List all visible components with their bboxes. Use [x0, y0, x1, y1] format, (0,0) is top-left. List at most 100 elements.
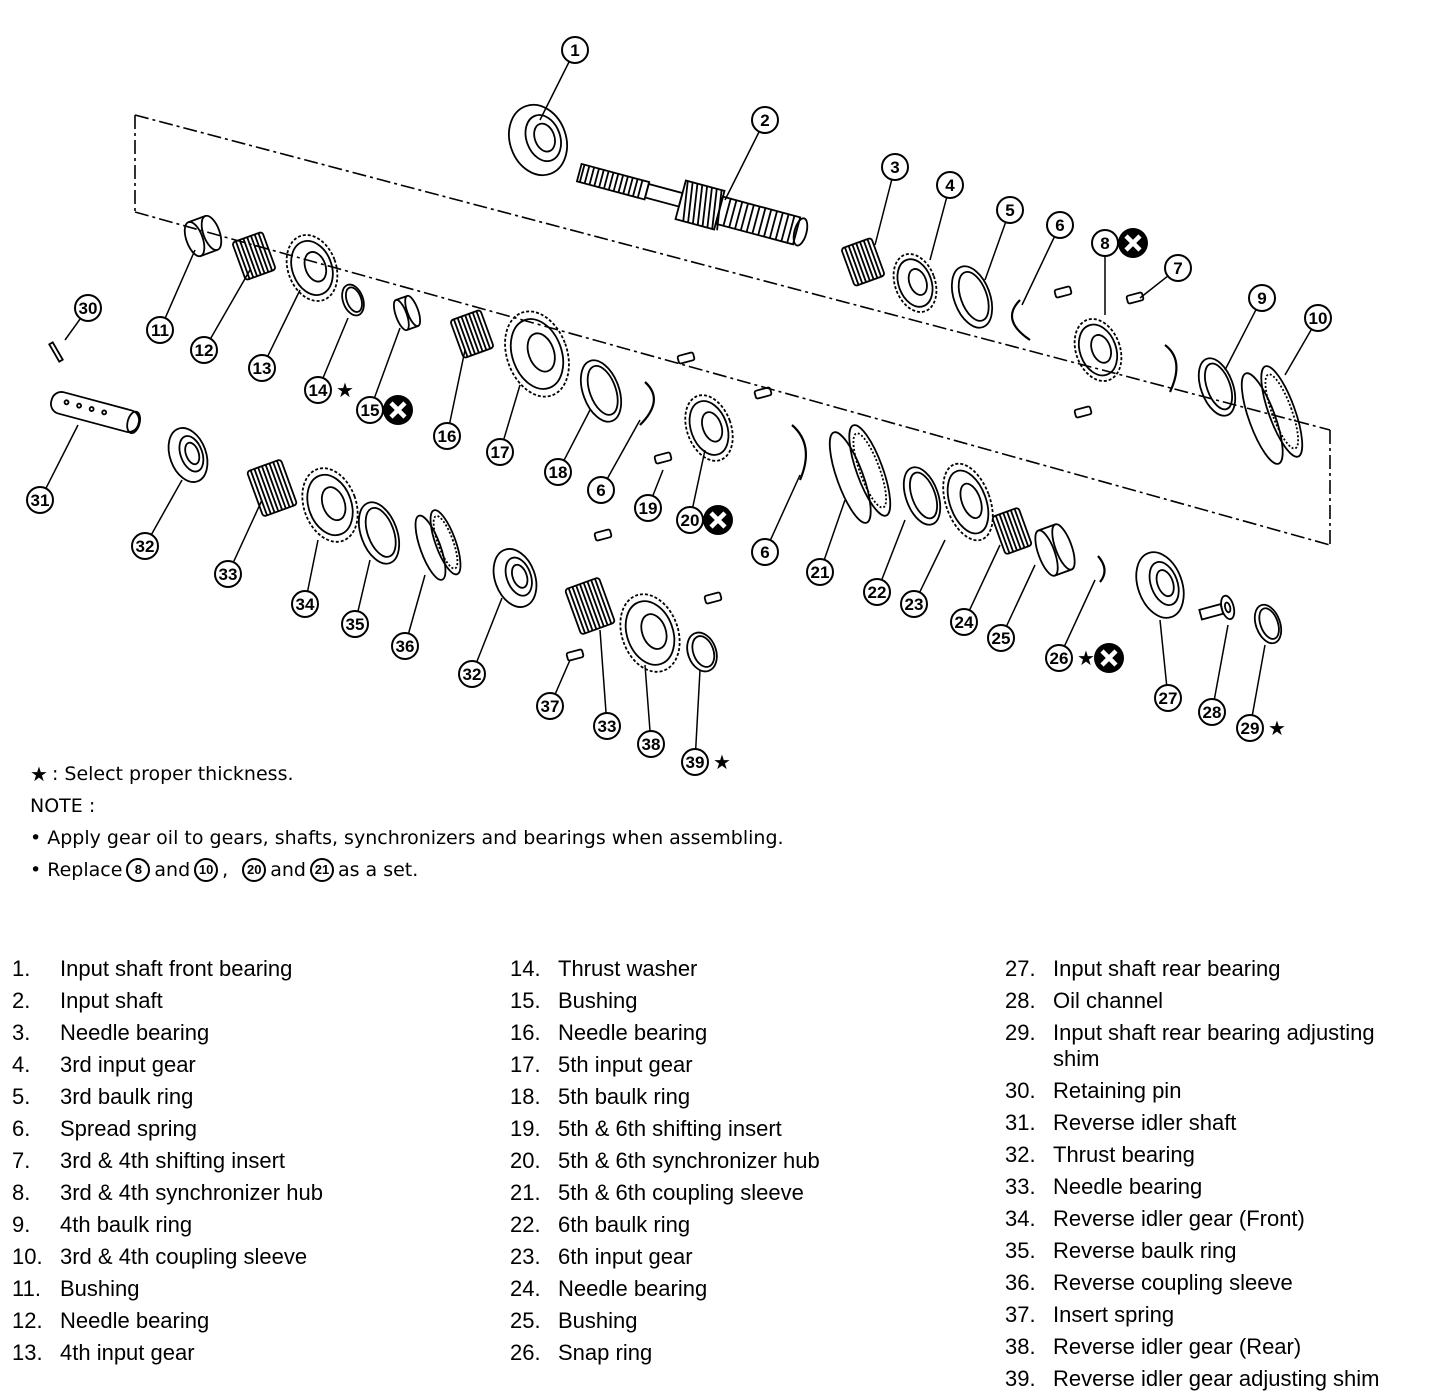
callout-28: 28: [1198, 698, 1226, 726]
do-not-reuse-icon: [703, 505, 733, 535]
callout-18: 18: [544, 458, 572, 486]
ring-inner: [364, 507, 397, 558]
callout-number: 13: [253, 359, 272, 378]
gear-bore: [526, 332, 556, 373]
star-note-text: : Select proper thickness.: [51, 763, 294, 785]
bearing-part: [167, 427, 209, 483]
callout-7: 7: [1164, 254, 1192, 282]
ring-outer: [902, 466, 942, 526]
legend-item: 22.6th baulk ring: [510, 1209, 980, 1241]
needle-roller: [847, 245, 864, 284]
needle-roller: [855, 242, 871, 282]
star-note: ★ : Select proper thickness.: [30, 758, 930, 790]
sleeve-back: [1260, 365, 1304, 458]
legend-item-number: 12.: [12, 1308, 43, 1333]
callout-circle: [1304, 304, 1332, 332]
leader-line: [357, 559, 371, 612]
callout-number: 33: [598, 717, 617, 736]
note-and-1: and: [154, 859, 191, 881]
needle-roller: [1009, 509, 1026, 549]
legend-item-label: Reverse idler shaft: [1053, 1110, 1237, 1135]
callout-circle: [214, 560, 242, 588]
legend-item-number: 29.: [1005, 1020, 1036, 1045]
callout-circle: [1154, 684, 1182, 712]
sleeve-splines: [432, 515, 459, 570]
legend-item-number: 38.: [1005, 1334, 1036, 1359]
legend-item-number: 19.: [510, 1116, 541, 1141]
shaft-groove: [722, 198, 732, 227]
shifting-insert-part: [676, 351, 696, 365]
note-line-1-text: • Apply gear oil to gears, shafts, synch…: [30, 827, 784, 849]
ref-circle-21: 21: [309, 858, 334, 882]
callout-number: 34: [296, 595, 315, 614]
bush-part: [392, 294, 422, 332]
callout-number: 30: [79, 299, 98, 318]
legend-item-label: Reverse baulk ring: [1053, 1238, 1237, 1263]
callout-13: 13: [248, 354, 276, 382]
callout-5: 5: [996, 196, 1024, 224]
legend-item-label: Input shaft: [60, 988, 163, 1013]
shifting-insert-part: [593, 528, 613, 542]
leader-line: [652, 469, 664, 497]
leader-line: [164, 249, 196, 319]
leader-line: [644, 664, 651, 732]
callout-11: 11: [146, 316, 174, 344]
ring-part: [579, 359, 623, 423]
shaft-spline: [612, 173, 620, 192]
gear-part: [1073, 318, 1123, 382]
legend-item: 34.Reverse idler gear (Front): [1005, 1203, 1425, 1235]
callout-number: 19: [639, 499, 658, 518]
bush-end: [1034, 529, 1059, 577]
gear-part: [684, 394, 734, 462]
shaft-gear-tooth: [691, 183, 699, 224]
legend-item-number: 10.: [12, 1244, 43, 1269]
legend-item: 37.Insert spring: [1005, 1299, 1425, 1331]
leader-line: [1159, 619, 1168, 686]
needle-roller: [1013, 508, 1030, 547]
legend-item-number: 36.: [1005, 1270, 1036, 1295]
needle-roller: [249, 469, 268, 516]
shaft-spline: [636, 180, 644, 198]
callout-34: 34: [291, 590, 319, 618]
legend-item-label: Needle bearing: [558, 1276, 708, 1301]
callout-3: 3: [881, 153, 909, 181]
gear-part: [892, 253, 938, 313]
legend-item: 35.Reverse baulk ring: [1005, 1235, 1425, 1267]
legend-item-label: 5th & 6th synchronizer hub: [558, 1148, 820, 1173]
gear-teeth: [285, 234, 339, 302]
reverse-idler-shaft-part: [50, 391, 141, 434]
needle-part: [246, 459, 298, 517]
needle-roller: [456, 317, 473, 356]
leader-line: [539, 61, 570, 121]
callout-number: 11: [151, 321, 169, 340]
bush-edge: [200, 248, 218, 257]
needle-roller: [235, 241, 251, 280]
legend-item-number: 1.: [12, 956, 31, 981]
legend-item: 25.Bushing: [510, 1305, 980, 1337]
oil-channel-part: [1198, 594, 1236, 621]
bearing-outer: [492, 548, 538, 608]
bearing-bore: [1155, 569, 1175, 598]
do-not-reuse-icon: [383, 395, 413, 425]
legend-item: 4.3rd input gear: [12, 1049, 482, 1081]
bearing-outer: [1135, 551, 1185, 619]
callout-circle: [996, 196, 1024, 224]
leader-line: [823, 499, 846, 560]
shaft-oil-hole: [88, 406, 95, 412]
needle-roller: [575, 585, 594, 631]
leader-line: [45, 424, 79, 489]
legend-item-label: 3rd input gear: [60, 1052, 196, 1077]
legend-item-number: 20.: [510, 1148, 541, 1173]
shifting-insert-part: [565, 648, 585, 662]
callout-circle: [146, 316, 174, 344]
legend-item: 23.6th input gear: [510, 1241, 980, 1273]
callout-number: 2: [760, 111, 769, 130]
legend-item-number: 39.: [1005, 1366, 1036, 1391]
legend-item-number: 27.: [1005, 956, 1036, 981]
shaft-body: [714, 195, 802, 246]
star-icon: ★: [713, 750, 731, 774]
callout-number: 29: [1241, 719, 1260, 738]
legend-item-number: 15.: [510, 988, 541, 1013]
